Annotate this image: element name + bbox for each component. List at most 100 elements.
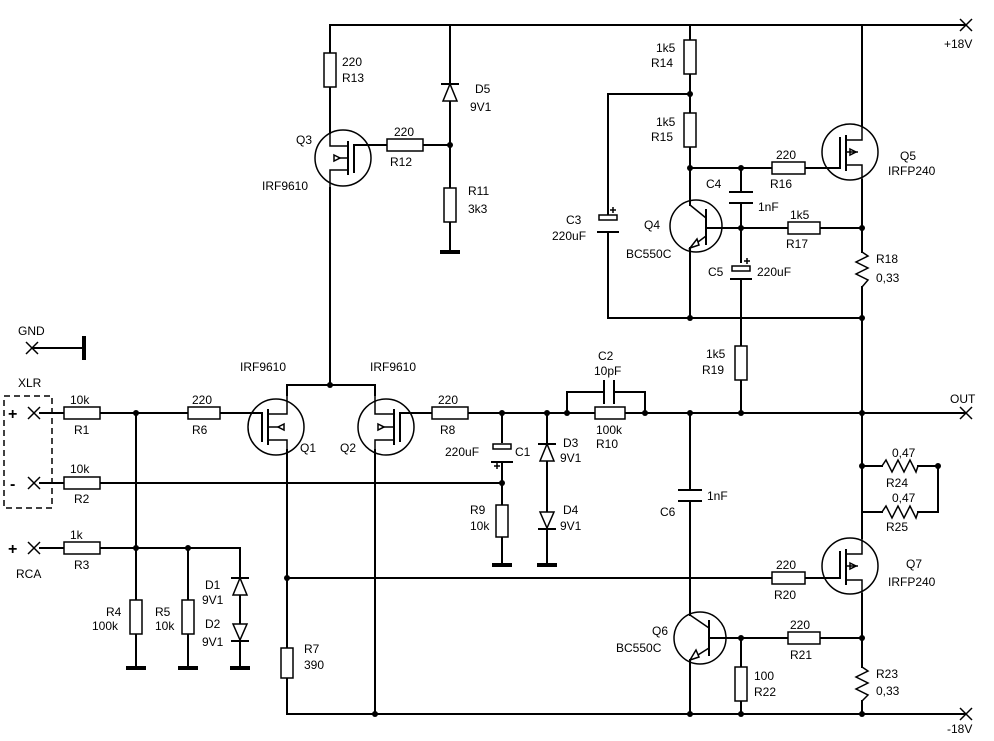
bjt-q4 [669,199,723,253]
rca-plus-sign: + [8,541,17,558]
resistor-r8 [431,406,469,420]
r16-value: 220 [776,148,796,162]
resistor-r16 [771,161,806,175]
q4-ref: Q4 [644,218,660,232]
r15-ref: R15 [651,130,673,144]
r23-ref: R23 [876,667,898,681]
c6-ref: C6 [660,505,676,519]
xlr-connector-outline [3,395,53,509]
resistor-r9 [495,504,509,538]
resistor-r7 [280,647,294,679]
capacitor-c1 [491,443,513,469]
resistor-r15 [683,112,697,148]
r8-ref: R8 [440,423,456,437]
d2-ref: D2 [205,617,221,631]
q7-value: IRFP240 [888,575,936,589]
r13-ref: R13 [342,71,364,85]
c2-ref: C2 [598,349,614,363]
resistor-r12 [386,138,424,152]
terminal-rca-plus [27,541,41,555]
r2-ref: R2 [74,492,90,506]
zener-diode-d5 [441,82,459,102]
c4-ref: C4 [706,177,722,191]
c3-value: 220uF [552,229,586,243]
r3-ref: R3 [74,558,90,572]
transistors [247,123,879,665]
d3-value: 9V1 [560,451,582,465]
resistor-r17 [787,221,821,235]
mosfet-q2 [357,395,415,456]
capacitors [491,191,753,502]
r1-ref: R1 [74,423,90,437]
resistor-r14 [683,39,697,75]
resistors [63,39,919,702]
resistor-r11 [443,187,457,223]
r17-ref: R17 [786,237,808,251]
q6-value: BC550C [616,641,662,655]
q3-value: IRF9610 [262,179,308,193]
r12-ref: R12 [390,155,412,169]
gnd-label: GND [18,324,45,338]
zener-diode-d2 [231,623,249,642]
c4-value: 1nF [758,200,779,214]
rca-label: RCA [16,567,41,581]
r18-ref: R18 [876,252,898,266]
q2-value: IRF9610 [370,360,416,374]
resistor-r18 [854,251,870,288]
labels: +18V -18V OUT GND XLR RCA + - + 10k R1 1… [8,37,976,736]
r19-ref: R19 [702,363,724,377]
resistor-r25 [881,504,919,520]
xlr-label: XLR [18,376,42,390]
c2-value: 10pF [594,364,621,378]
resistor-r13 [323,52,337,88]
resistor-r3 [63,541,101,555]
c5-ref: C5 [708,265,724,279]
r20-value: 220 [776,558,796,572]
wires [31,24,967,715]
r25-value: 0,47 [892,491,916,505]
r6-ref: R6 [192,423,208,437]
r9-ref: R9 [470,503,486,517]
r4-value: 100k [92,619,119,633]
xlr-plus-sign: + [8,406,17,423]
r25-ref: R25 [886,520,908,534]
r4-ref: R4 [106,605,122,619]
r9-value: 10k [470,519,490,533]
resistor-r2 [63,476,101,490]
r18-value: 0,33 [876,271,900,285]
q5-value: IRFP240 [888,164,936,178]
resistor-r22 [734,666,748,702]
terminal-xlr-plus [27,406,41,420]
resistor-r24 [881,458,919,474]
terminal-neg-rail [959,707,973,721]
mosfet-q3 [314,129,372,188]
d3-ref: D3 [563,436,579,450]
d2-value: 9V1 [202,635,224,649]
r22-ref: R22 [754,685,776,699]
mosfet-q7 [821,537,879,595]
r24-value: 0,47 [892,446,916,460]
resistor-r4 [129,599,143,635]
resistor-r5 [181,599,195,635]
zener-diode-d4 [538,511,556,530]
q7-ref: Q7 [906,557,922,571]
r13-value: 220 [342,55,362,69]
diodes [231,82,556,642]
r10-value: 100k [596,423,623,437]
resistor-r23 [854,666,870,702]
r7-ref: R7 [304,642,320,656]
d1-ref: D1 [205,578,221,592]
r22-value: 100 [754,669,774,683]
terminal-out [959,406,973,420]
out-label: OUT [950,392,976,406]
c1-ref: C1 [515,445,531,459]
r24-ref: R24 [886,476,908,490]
d5-ref: D5 [475,82,491,96]
terminal-xlr-minus [27,476,41,490]
r19-value: 1k5 [706,347,726,361]
r6-value: 220 [192,393,212,407]
c5-value: 220uF [757,265,791,279]
c3-ref: C3 [566,213,582,227]
pos-rail-label: +18V [944,37,972,51]
resistor-r10 [594,406,626,420]
